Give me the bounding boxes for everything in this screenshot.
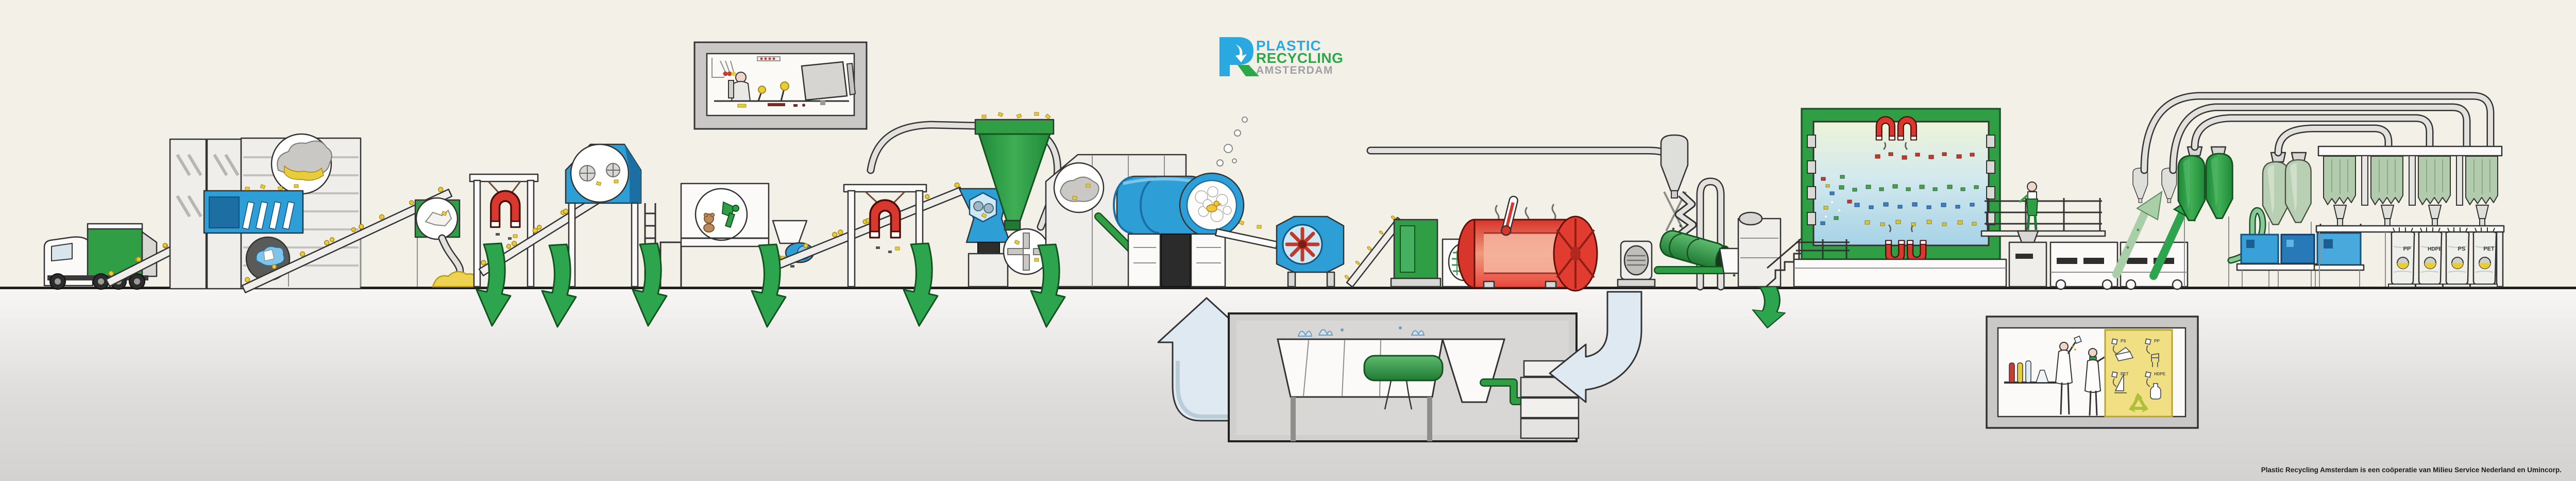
sink-float-magnifier <box>1053 162 1105 213</box>
indicator-lamps <box>720 60 736 76</box>
pump <box>1363 355 1444 410</box>
escalator-arrow-back <box>2112 190 2163 278</box>
operator-platform <box>1980 181 2106 288</box>
extruders <box>2227 207 2365 287</box>
waste-pile-magnifier <box>270 133 332 195</box>
product-bags: PP HDPE PS PET <box>2391 226 2497 286</box>
sorting-cabin <box>680 183 770 247</box>
scientist-1 <box>2055 336 2082 415</box>
bag-label-ps: PS <box>2458 246 2466 252</box>
flake-layer-green <box>1839 184 1979 192</box>
air-classifier <box>1366 134 1812 291</box>
overband-magnet-1 <box>469 173 539 288</box>
underground-water-plant <box>1228 312 1580 442</box>
rubber-duck-icon <box>1206 201 1222 212</box>
bubbles <box>1216 117 1248 167</box>
flake-layer-yellow <box>1865 220 1977 226</box>
robot-sorter-magnifier <box>694 188 748 241</box>
bag-label-hdpe: HDPE <box>2428 246 2442 252</box>
joysticks <box>757 81 789 102</box>
cyclone-green <box>867 112 1062 275</box>
big-bag <box>2445 226 2470 286</box>
mds-base <box>1793 258 2007 288</box>
bunker-feeder <box>203 184 304 234</box>
big-bag <box>2391 226 2415 286</box>
washer-drum <box>1113 117 1248 288</box>
froth <box>1195 186 1232 222</box>
film-magnifier <box>415 197 459 240</box>
water-tank <box>1277 326 1444 441</box>
product-silos-light <box>2262 152 2312 287</box>
flake-mixed-inlet <box>1820 175 1852 225</box>
big-bag <box>2418 226 2443 286</box>
recycle-icon <box>2129 393 2148 412</box>
poster-code-ps: PS <box>2121 339 2126 343</box>
education-room-inset: PS PP PET HDPE <box>1986 316 2199 429</box>
truck-windshield <box>51 242 73 262</box>
green-sorter <box>1390 219 1442 288</box>
thermometer-icon <box>1500 195 1518 236</box>
mds-tank <box>1793 108 2007 288</box>
ground-line <box>0 287 2576 289</box>
shredder-window <box>969 192 997 223</box>
bag-label-pet: PET <box>2483 246 2495 252</box>
scientist-2 <box>2084 348 2106 416</box>
lab-shelf <box>2004 360 2057 384</box>
film-remover <box>414 197 476 288</box>
filter-sock <box>2323 156 2356 205</box>
control-monitors <box>801 61 856 105</box>
control-room-inset <box>693 41 868 130</box>
windshifter-magnifier <box>570 143 630 203</box>
brand-line3: AMSTERDAM <box>1256 64 1333 76</box>
big-bag <box>2472 226 2497 286</box>
water-return-arrow-down <box>1549 291 1642 403</box>
receiving-bunker <box>169 133 362 290</box>
windshifter <box>565 143 682 288</box>
buffer-tank <box>1737 211 1782 288</box>
overband-magnet-2 <box>843 184 927 288</box>
brand-line2: RECYCLING <box>1256 50 1343 66</box>
mds-top-magnets <box>1875 116 1917 150</box>
filter-sock <box>2370 156 2403 205</box>
poster-code-pet: PET <box>2121 372 2129 376</box>
splashes <box>1297 329 1425 337</box>
poster-code-pp: PP <box>2154 339 2160 343</box>
operator <box>728 72 751 102</box>
bag-label-pp: PP <box>2403 246 2411 252</box>
poster-code-hdpe: HDPE <box>2154 372 2166 376</box>
brand-logo-mark <box>1219 37 1259 76</box>
mds-railing <box>1796 239 1850 259</box>
transfer-pipes <box>2140 92 2495 174</box>
bagging-station: PP HDPE PS PET <box>2315 145 2505 288</box>
dryer-motor <box>1617 240 1656 288</box>
centrifuge <box>1276 215 1345 288</box>
filter-sock <box>2465 156 2498 205</box>
brand-line1: PLASTIC <box>1256 38 1321 54</box>
plant-worker <box>2019 181 2039 230</box>
product-poster: PS PP PET HDPE <box>2104 329 2173 418</box>
thermal-dryer <box>1457 195 1656 292</box>
filter-sock <box>2418 156 2451 205</box>
pallets <box>2388 284 2498 288</box>
flake-layer-red <box>1875 152 1975 160</box>
flake-layer-blue <box>1854 202 1975 209</box>
mds-window <box>1812 121 1990 246</box>
brand-logo: PLASTIC RECYCLING AMSTERDAM <box>1219 37 1343 76</box>
footer-credit: Plastic Recycling Amsterdam is een coöpe… <box>2261 466 2562 474</box>
